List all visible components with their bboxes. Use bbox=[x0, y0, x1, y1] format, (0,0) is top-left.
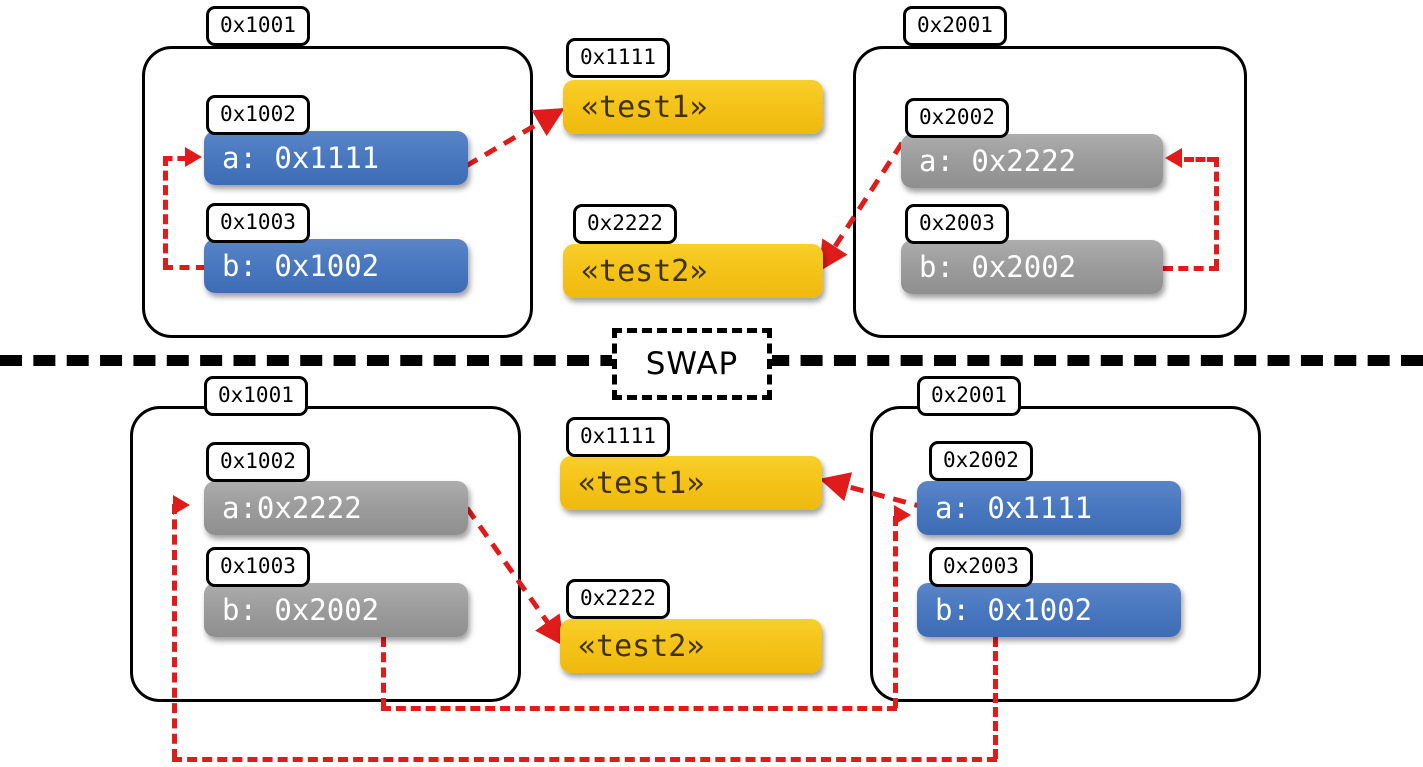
before-left-slot-0-address: 0x1002 bbox=[206, 95, 310, 135]
before-right-selfref-vert bbox=[1214, 157, 1219, 269]
after-left-slot-0: a:0x2222 bbox=[204, 481, 468, 535]
before-right-selfref-top bbox=[1184, 157, 1217, 162]
before-left-selfref-vert bbox=[163, 156, 168, 268]
after-crosslink-2-vert-left bbox=[172, 504, 177, 759]
after-right-frame-address: 0x2001 bbox=[917, 376, 1021, 416]
before-left-slot-0: a: 0x1111 bbox=[204, 131, 468, 185]
after-left-slot-0-address: 0x1002 bbox=[206, 442, 310, 482]
after-right-a-to-test1-arrow bbox=[819, 472, 928, 511]
before-left-selfref-arrowhead bbox=[185, 147, 202, 167]
after-crosslink-1-vert-right bbox=[893, 516, 898, 708]
before-value-1: «test2» bbox=[563, 244, 823, 298]
after-value-0-address: 0x1111 bbox=[566, 417, 670, 457]
before-left-slot-1-address: 0x1003 bbox=[206, 203, 310, 243]
after-right-slot-0: a: 0x1111 bbox=[917, 481, 1181, 535]
before-left-slot-1: b: 0x1002 bbox=[204, 239, 468, 293]
swap-label: SWAP bbox=[645, 346, 739, 382]
before-right-a-to-test2-arrow bbox=[818, 141, 905, 272]
after-left-slot-1-address: 0x1003 bbox=[206, 547, 310, 587]
after-crosslink-1-vert-left bbox=[381, 637, 386, 708]
before-value-0: «test1» bbox=[563, 80, 823, 134]
after-right-slot-0-address: 0x2002 bbox=[929, 441, 1033, 481]
after-crosslink-1-horiz bbox=[381, 706, 897, 711]
before-right-frame-address: 0x2001 bbox=[903, 6, 1007, 46]
swap-label-box: SWAP bbox=[612, 328, 772, 400]
after-left-a-to-test2-arrow bbox=[464, 506, 565, 647]
before-left-selfref-top bbox=[163, 156, 187, 161]
after-right-slot-1: b: 0x1002 bbox=[917, 583, 1181, 637]
before-right-selfref-bottom bbox=[1163, 266, 1219, 271]
after-crosslink-2-horiz bbox=[172, 757, 997, 762]
after-crosslink-1-arrowhead bbox=[894, 505, 911, 525]
after-left-frame bbox=[130, 406, 521, 702]
after-value-0: «test1» bbox=[560, 456, 822, 510]
before-value-1-address: 0x2222 bbox=[573, 204, 677, 244]
after-right-slot-1-address: 0x2003 bbox=[929, 547, 1033, 587]
after-left-slot-1: b: 0x2002 bbox=[204, 583, 468, 637]
after-value-1: «test2» bbox=[560, 619, 822, 673]
before-right-selfref-arrowhead bbox=[1165, 148, 1182, 168]
before-right-slot-0: a: 0x2222 bbox=[901, 134, 1163, 188]
after-crosslink-2-vert-right bbox=[993, 637, 998, 759]
before-right-slot-1-address: 0x2003 bbox=[905, 204, 1009, 244]
before-left-frame-address: 0x1001 bbox=[206, 6, 310, 46]
before-left-a-to-test1-arrow bbox=[464, 107, 565, 169]
before-right-slot-1: b: 0x2002 bbox=[901, 240, 1163, 294]
before-value-0-address: 0x1111 bbox=[566, 38, 670, 78]
before-left-selfref-bottom bbox=[163, 265, 206, 270]
after-crosslink-2-arrowhead bbox=[173, 495, 190, 515]
before-right-slot-0-address: 0x2002 bbox=[905, 98, 1009, 138]
after-value-1-address: 0x2222 bbox=[566, 579, 670, 619]
after-left-frame-address: 0x1001 bbox=[204, 376, 308, 416]
